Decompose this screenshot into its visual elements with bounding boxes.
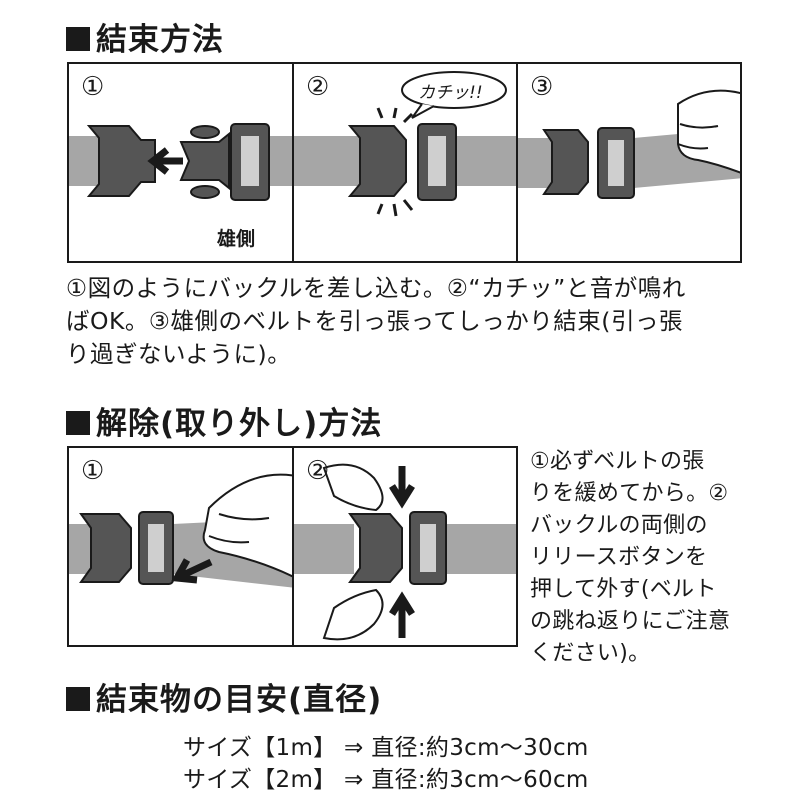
step-number: ② [306, 72, 330, 102]
section-heading-diameter-guide: 結束物の目安(直径) [66, 674, 382, 719]
insert-buckle-illustration [69, 123, 292, 201]
heading-square-icon [66, 687, 90, 711]
press-release-buttons-illustration [294, 463, 516, 641]
size-1m-spec: サイズ【1m】 ⇒ 直径:約3cm〜30cm [183, 735, 589, 761]
section-heading-release: 解除(取り外し)方法 [66, 398, 382, 443]
step-number: ① [81, 72, 105, 102]
release-instructions: ①必ずベルトの張 りを緩めてから。② バックルの両側の リリースボタンを 押して… [530, 449, 731, 666]
section-heading-fastening: 結束方法 [66, 14, 224, 59]
buckle-click-illustration [294, 71, 516, 217]
male-side-label: 雄側 [217, 228, 256, 250]
step-number: ② [306, 456, 330, 486]
fasten-step3-panel: ③ [516, 62, 742, 263]
fasten-step1-panel: ① 雄側 [67, 62, 294, 263]
pull-belt-illustration [518, 89, 740, 199]
release-step2-panel: ② [292, 446, 518, 647]
heading-square-icon [66, 27, 90, 51]
fastening-instructions: ①図のようにバックルを差し込む。②“カチッ”と音が鳴れ ばOK。③雄側のベルトを… [66, 274, 686, 368]
loosen-belt-illustration [69, 473, 292, 588]
step-number: ③ [530, 72, 554, 102]
heading-square-icon [66, 411, 90, 435]
fasten-step2-panel: ② カチッ!! [292, 62, 518, 263]
click-sound-text: カチッ!! [418, 83, 483, 103]
release-step1-panel: ① [67, 446, 294, 647]
size-2m-spec: サイズ【2m】 ⇒ 直径:約3cm〜60cm [183, 767, 589, 793]
step-number: ① [81, 456, 105, 486]
